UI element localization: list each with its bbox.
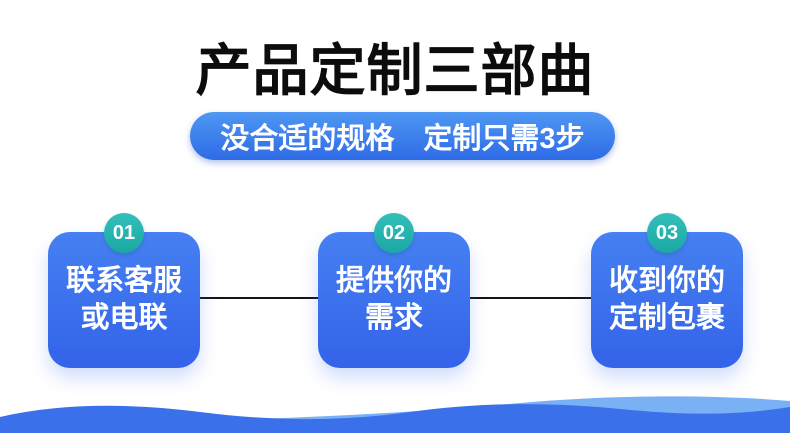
step-number-badge: 01 — [104, 213, 144, 253]
page-title: 产品定制三部曲 — [195, 39, 595, 102]
step-card-1: 01 联系客服 或电联 — [48, 213, 200, 368]
subtitle-text: 没合适的规格 定制只需3步 — [220, 123, 585, 155]
step-label-line: 需求 — [364, 302, 423, 334]
bottom-wave — [0, 396, 790, 433]
step-label-line: 提供你的 — [335, 265, 452, 297]
step-number-badge: 03 — [647, 213, 687, 253]
connector-line-2 — [470, 297, 591, 299]
wave-main-shape — [0, 404, 790, 433]
subtitle-pill: 没合适的规格 定制只需3步 — [190, 112, 615, 160]
step-number: 03 — [655, 221, 679, 244]
step-label-line: 或电联 — [80, 302, 168, 334]
step-number: 01 — [112, 221, 136, 244]
step-number-badge: 02 — [374, 213, 414, 253]
step-label-line: 定制包裹 — [608, 302, 725, 334]
step-card-3: 03 收到你的 定制包裹 — [591, 213, 743, 368]
step-card-2: 02 提供你的 需求 — [318, 213, 470, 368]
step-label-line: 联系客服 — [65, 265, 182, 297]
connector-line-1 — [200, 297, 318, 299]
step-label-line: 收到你的 — [608, 265, 725, 297]
step-number: 02 — [382, 221, 406, 244]
